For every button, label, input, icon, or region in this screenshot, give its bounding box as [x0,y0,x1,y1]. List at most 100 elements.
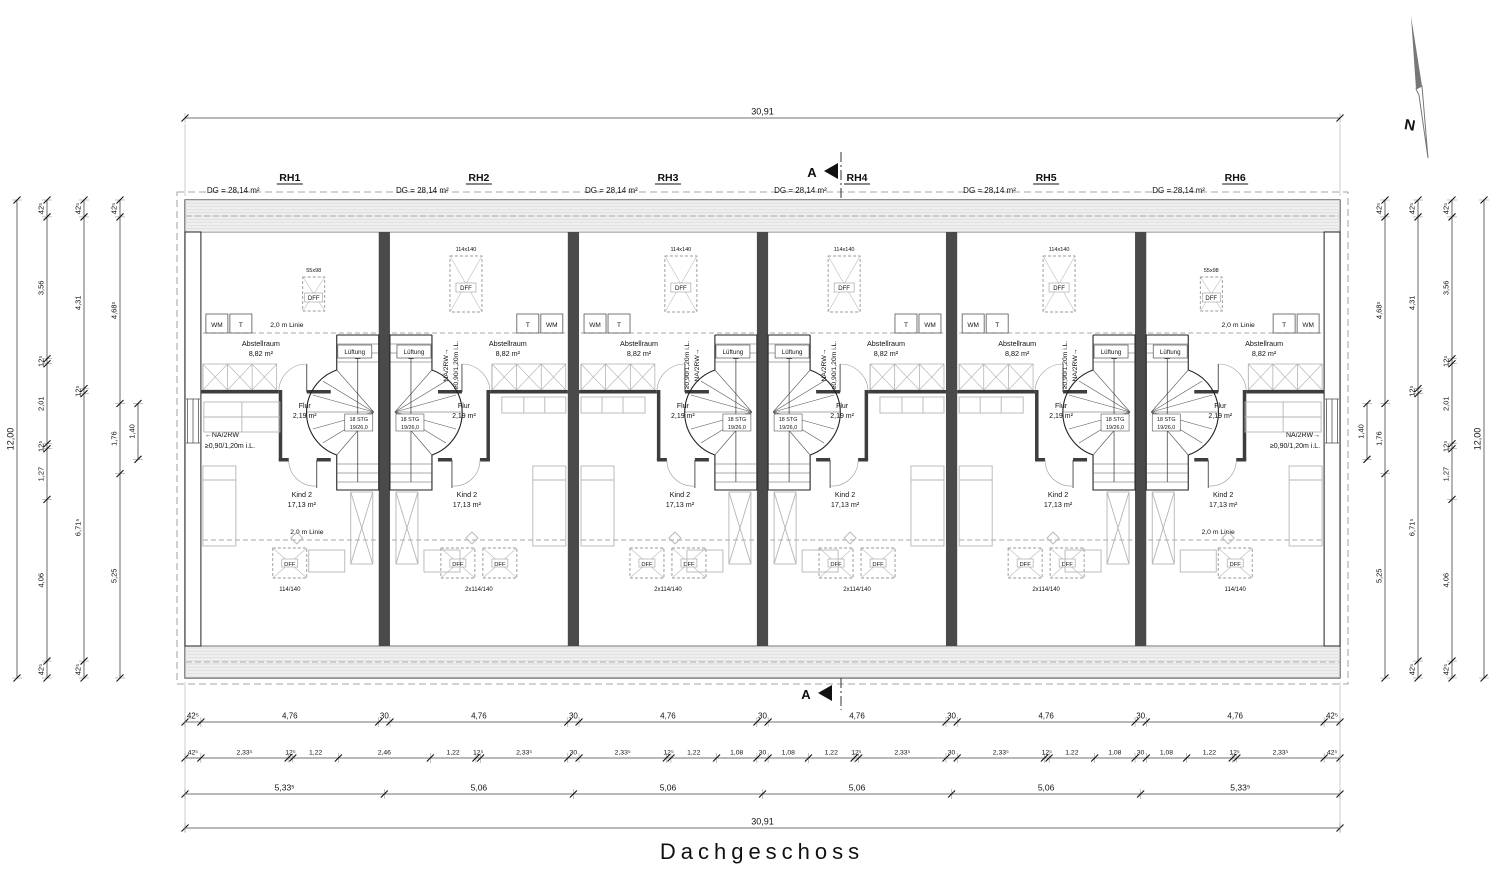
wardrobe [773,491,797,565]
roof-window-label: DFF [683,562,695,568]
stair-risers-label: 18 STG [728,417,747,423]
interior-wall [858,458,869,462]
dim-tick [181,114,189,122]
dim-tick [947,790,956,798]
dim-value: 5,25 [110,569,119,584]
dim-value: 2,33⁵ [894,750,910,757]
interior-wall [1035,458,1046,462]
roof-window-label: DFF [1053,286,1065,292]
dim-value: 4,76 [471,712,487,721]
dim-tick [116,196,124,204]
dim-tick [43,657,51,665]
dryer-label: T [904,322,908,329]
stair-spec-box [344,413,374,432]
dim-tick [854,754,863,762]
stair-spec-box [1100,413,1130,432]
roof-window-tag [455,282,477,293]
north-needle-open [1415,85,1429,159]
bed [532,465,567,547]
dim-tick [80,389,88,398]
dim-value: 1,22 [1065,750,1078,757]
stair-outline [767,334,841,491]
unit-area-label: DG = 28,14 m² [207,186,260,195]
height-line-label: 2,0 m Linie [270,322,303,329]
room-area-abstellraum: 8,82 m² [496,349,521,358]
room-area-kind: 17,13 m² [666,500,695,509]
chair [1221,531,1235,545]
stair-winder-tread [714,369,753,413]
dryer [516,313,540,334]
stair-winder-tread [336,369,374,413]
ventilation-box [715,344,751,359]
dim-value: 12⁵ [285,750,296,757]
roof-window-tag [680,558,698,568]
room-area-flur: 2,19 m² [830,413,854,420]
roof-window-bottom [629,547,665,579]
roof-window-size: 114x140 [671,247,692,253]
escape-route-annotation: NA/2RW→ [1072,348,1079,381]
roof-window-label: DFF [641,562,653,568]
dim-left-total: 12,00 [6,196,22,682]
room-area-kind: 17,13 m² [831,500,860,509]
roof-window-bottom [482,547,518,579]
wardrobe [728,491,752,565]
dim-value: 5,33⁵ [275,783,295,793]
ventilation-label: Lüftung [404,349,425,356]
dim-tick [1414,213,1422,221]
dim-tick [196,718,205,726]
interior-wall [1236,458,1247,462]
dim-tick [43,213,51,221]
roof-window-tag [1048,282,1070,293]
section-arrow-bottom [818,685,832,701]
dim-value: 1,76 [1375,431,1384,446]
dim-value: 5,33⁵ [1230,783,1250,793]
dim-value: 42⁵ [1442,203,1451,214]
interior-wall [868,390,946,394]
dim-tick [1136,790,1145,798]
escape-route-annotation: NA/2RW→ [821,348,828,381]
dim-value: 12⁵ [663,750,674,757]
dim-tick [850,754,858,762]
room-area-abstellraum: 8,82 m² [1252,349,1277,358]
roof-window-label: DFF [872,562,884,568]
interior-wall [278,390,283,460]
room-area-flur: 2,19 m² [1049,413,1073,420]
dim-value: 4,76 [660,712,676,721]
north-needle-solid [1411,16,1422,89]
washing-machine-label: WM [589,322,601,329]
dim-tick [662,754,671,762]
dim-value: 2,33⁵ [516,750,532,757]
room-area-abstellraum: 8,82 m² [627,349,652,358]
dim-tick [764,718,772,726]
storage-hatch-diagonal [202,363,228,391]
room-label-kind: Kind 2 [292,490,312,499]
dim-tick [43,495,51,504]
dim-value: 2,01 [37,396,46,411]
door-swing-arc [656,363,685,393]
party-wall [567,232,580,646]
stair-risers-label: 18 STG [401,417,420,423]
dryer [607,313,631,334]
dim-tick [43,354,51,363]
dim-value: 5,25 [1375,569,1384,584]
door-swing-arc [1208,459,1237,487]
dim-value: 4,31 [1408,295,1417,310]
dim-value: 5,06 [660,783,677,793]
dim-tick [80,384,88,393]
dim-value: 4,68⁵ [110,301,119,319]
dim-value: 4,06 [37,573,46,588]
stair-winder-tread [772,369,811,413]
dim-tick [1381,674,1389,682]
dryer-label: T [526,322,530,329]
stair-winder-tread [322,380,374,413]
dim-tick [1448,359,1456,368]
escape-route-clearance: ≥0,90/1,20m i.L. [205,443,255,450]
dim-tick [764,754,772,762]
washing-machine-label: WM [546,322,558,329]
dim-tick [753,718,761,726]
dim-value: 30 [1136,712,1145,721]
roof-window-label: DFF [494,562,506,568]
